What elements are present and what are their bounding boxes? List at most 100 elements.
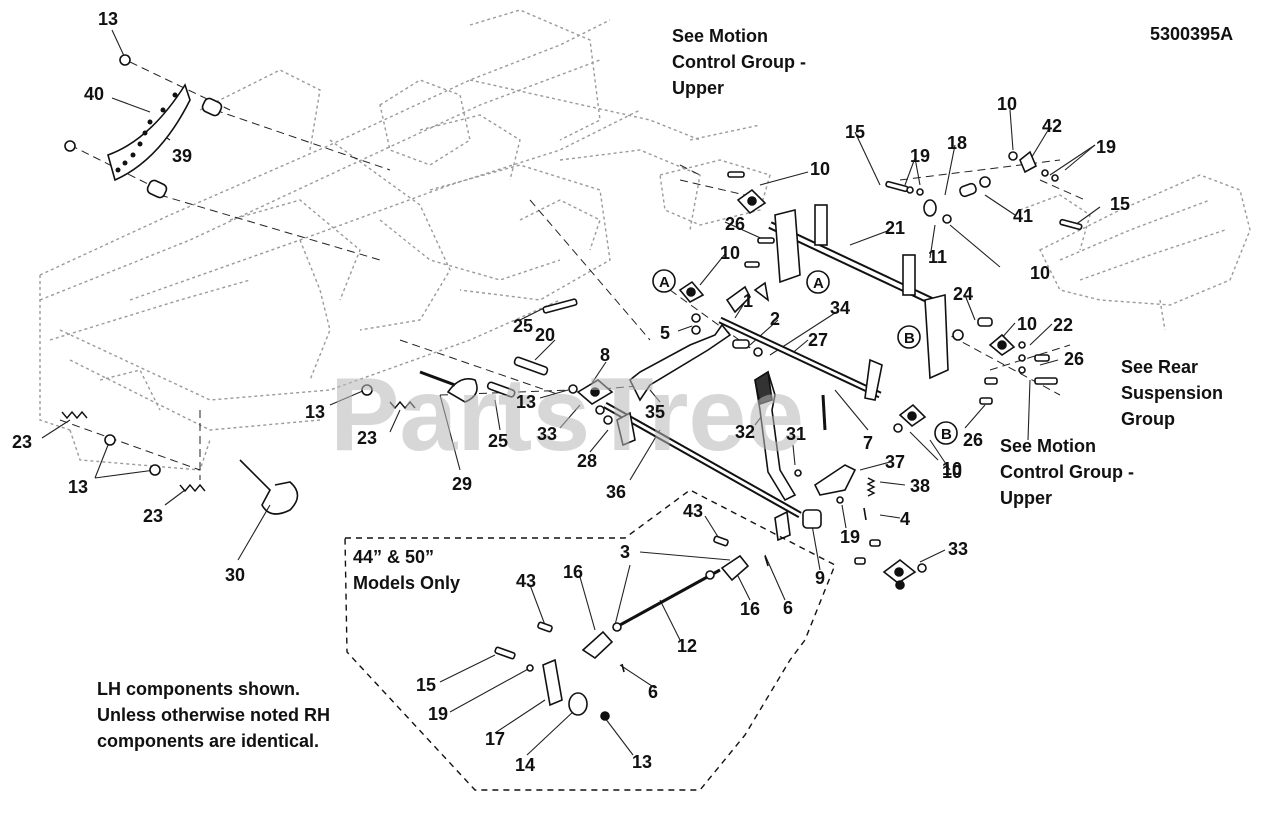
note-motion-top-line-3: Upper: [672, 78, 724, 98]
part-40-holes: [115, 92, 178, 173]
note-motion-right-line-3: Upper: [1000, 488, 1052, 508]
callout-25: 25: [513, 316, 533, 336]
callout-35: 35: [645, 402, 665, 422]
callout-10: 10: [942, 459, 962, 479]
callout-letter-b: B: [904, 330, 915, 347]
callout-15: 15: [845, 122, 865, 142]
part-9-bushing: [802, 509, 822, 529]
nut-13-left: [64, 140, 76, 152]
callout-17: 17: [485, 729, 505, 749]
part-6-cotter-a: [764, 555, 769, 567]
callout-2: 2: [770, 309, 780, 329]
callout-26: 26: [725, 214, 745, 234]
note-motion-top-line-2: Control Group -: [672, 52, 806, 72]
note-motion-right-line-1: See Motion: [1000, 436, 1096, 456]
part-6-cotter-b: [621, 663, 625, 673]
callout-13: 13: [516, 392, 536, 412]
callout-letter-circles: [652, 269, 958, 445]
part-19-washer: [526, 664, 534, 672]
note-motion-top-line-1: See Motion: [672, 26, 768, 46]
part-39-spacer-top: [201, 97, 223, 117]
callout-14: 14: [515, 755, 535, 775]
part-17-link: [542, 658, 563, 707]
part-31-tab: [864, 358, 883, 401]
part-40-plate: [107, 83, 191, 182]
callout-28: 28: [577, 451, 597, 471]
nut-13-b: [149, 464, 161, 476]
note-lh-components-line-1: LH components shown.: [97, 679, 300, 699]
part-30-eyebolt: [239, 459, 299, 515]
part-3-nut-a: [705, 570, 715, 580]
nut-13-d: [600, 711, 610, 721]
callout-10: 10: [1017, 314, 1037, 334]
callout-letter-a: A: [813, 275, 824, 292]
callout-3: 3: [620, 542, 630, 562]
nut-13-c: [361, 384, 373, 396]
callout-29: 29: [452, 474, 472, 494]
callout-41: 41: [1013, 206, 1033, 226]
callout-26: 26: [963, 430, 983, 450]
callout-40: 40: [84, 84, 104, 104]
callout-39: 39: [172, 146, 192, 166]
part-21-bracket-right: [924, 293, 949, 380]
callout-19: 19: [910, 146, 930, 166]
note-rear-suspension-line-3: Group: [1121, 409, 1175, 429]
part-20-pin: [513, 356, 549, 376]
callout-12: 12: [677, 636, 697, 656]
note-lh-components-line-3: components are identical.: [97, 731, 319, 751]
callout-10: 10: [1030, 263, 1050, 283]
note-rear-suspension-line-2: Suspension: [1121, 383, 1223, 403]
part-23-springs: [61, 400, 416, 493]
models-only-boundary: [344, 489, 836, 791]
part-35-arm: [628, 323, 732, 402]
nut-13-a: [104, 434, 116, 446]
callout-36: 36: [606, 482, 626, 502]
callout-33: 33: [948, 539, 968, 559]
part-43-pin-b: [537, 621, 553, 633]
callout-10: 10: [997, 94, 1017, 114]
note-models-only-line-2: Models Only: [353, 573, 460, 593]
callout-6: 6: [783, 598, 793, 618]
note-models-only-line-1: 44” & 50”: [353, 547, 434, 567]
callout-43: 43: [516, 571, 536, 591]
part-21-tab-a: [814, 204, 828, 246]
part-25-pin-a: [542, 298, 578, 314]
callout-32: 32: [735, 422, 755, 442]
callout-23: 23: [357, 428, 377, 448]
callout-37: 37: [885, 452, 905, 472]
callout-21: 21: [885, 218, 905, 238]
callout-9: 9: [815, 568, 825, 588]
callout-24: 24: [953, 284, 973, 304]
part-14-washer: [568, 692, 588, 716]
callout-13: 13: [68, 477, 88, 497]
callout-42: 42: [1042, 116, 1062, 136]
note-motion-right-line-2: Control Group -: [1000, 462, 1134, 482]
callout-33: 33: [537, 424, 557, 444]
part-25-pin-b: [486, 381, 516, 398]
part-29-rod: [419, 370, 456, 387]
part-38-spring: [866, 477, 876, 497]
drawing-number: 5300395A: [1150, 24, 1233, 44]
note-lh-components-line-2: Unless otherwise noted RH: [97, 705, 330, 725]
callout-13: 13: [632, 752, 652, 772]
part-43-pin-a: [713, 535, 729, 547]
part-21-tab-b: [902, 254, 916, 296]
part-21-bracket-left: [774, 208, 801, 284]
part-16-clevis-b: [581, 630, 614, 660]
callout-10: 10: [942, 462, 962, 482]
part-39-spacer-bottom: [146, 179, 168, 199]
callout-22: 22: [1053, 315, 1073, 335]
callout-15: 15: [416, 675, 436, 695]
callout-19: 19: [428, 704, 448, 724]
callout-18: 18: [947, 133, 967, 153]
callout-7: 7: [863, 433, 873, 453]
part-12-rod: [619, 568, 721, 627]
callout-31: 31: [786, 424, 806, 444]
callout-8: 8: [600, 345, 610, 365]
callout-38: 38: [910, 476, 930, 496]
rear-suspension-ghost: [1019, 174, 1251, 331]
callout-letter-b: B: [941, 426, 952, 443]
